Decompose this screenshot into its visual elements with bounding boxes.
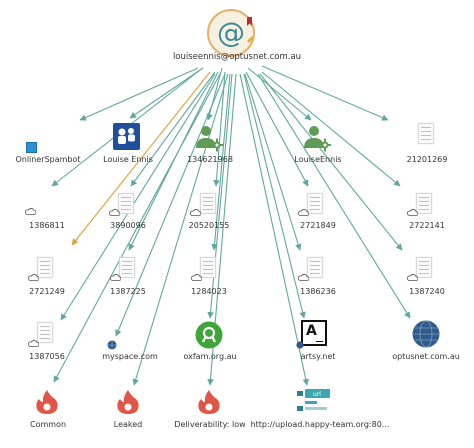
node-label-artsy: artsy.net (300, 352, 336, 361)
node-label-1387225: 1387225 (110, 287, 146, 296)
edge-id21201269 (261, 65, 389, 121)
document-icon[interactable] (37, 322, 53, 343)
node-label-1386236: 1386236 (300, 287, 336, 296)
oxfam-logo-icon[interactable] (195, 321, 223, 349)
cloud-icon (191, 274, 202, 281)
edge-id2721249 (71, 71, 211, 246)
center-node[interactable]: @ (206, 8, 256, 58)
edge-louise-ennis (129, 67, 204, 119)
breach-flame-icon[interactable] (116, 389, 140, 415)
node-label-optusnet: optusnet.com.au (392, 352, 460, 361)
document-icon[interactable] (416, 193, 432, 214)
document-icon[interactable] (200, 257, 216, 278)
node-label-1387056: 1387056 (29, 352, 65, 361)
document-icon[interactable] (200, 193, 216, 214)
document-icon[interactable] (119, 257, 135, 278)
node-label-myspace: myspace.com (102, 352, 158, 361)
node-label-2721849: 2721849 (300, 221, 336, 230)
cloud-icon (407, 274, 418, 281)
globe-icon[interactable] (412, 320, 440, 348)
cloud-icon (110, 274, 121, 281)
globe-icon[interactable] (107, 340, 117, 350)
edge-myspace (115, 73, 226, 337)
cloud-icon (28, 274, 39, 281)
node-label-1387240: 1387240 (409, 287, 445, 296)
cloud-icon (298, 274, 309, 281)
node-label-1284023: 1284023 (191, 287, 227, 296)
node-label-134621968: 134621968 (187, 155, 233, 164)
user-settings-icon[interactable] (303, 124, 332, 156)
breach-flame-icon[interactable] (35, 389, 59, 415)
document-icon[interactable] (118, 193, 134, 214)
edge-leaked (132, 73, 229, 386)
edge-onliner (79, 67, 199, 121)
user-settings-icon[interactable] (195, 124, 224, 156)
url-link-icon[interactable]: url (297, 388, 331, 414)
globe-icon (296, 341, 304, 349)
node-label-common: Common (29, 420, 67, 429)
node-label-20520155: 20520155 (188, 221, 230, 230)
node-label-upload-url: http://upload.happy-team.org:80... (250, 420, 390, 429)
edge-id20520155 (213, 71, 226, 187)
node-label-deliverability: Deliverability: low (174, 420, 246, 429)
cloud-icon (25, 208, 36, 215)
edge-id2722141 (261, 71, 401, 187)
svg-text:@: @ (217, 16, 245, 49)
cloud-icon (109, 209, 120, 216)
document-icon[interactable] (307, 193, 323, 214)
edge-louiseennis (247, 67, 312, 121)
node-label-3890096: 3890096 (110, 221, 146, 230)
artsy-logo-icon[interactable]: A (301, 320, 327, 346)
edge-id3890096 (130, 71, 216, 187)
edge-upload-url (239, 73, 309, 386)
node-label-louiseennis: LouiseEnnis (294, 155, 342, 164)
node-label-2722141: 2722141 (409, 221, 445, 230)
edge-common (53, 73, 221, 383)
cloud-icon (298, 209, 309, 216)
edge-artsy (243, 73, 306, 319)
document-icon[interactable] (418, 123, 434, 144)
social-network-icon[interactable] (113, 123, 140, 154)
svg-text:url: url (313, 391, 321, 398)
node-label-21201269: 21201269 (406, 155, 448, 164)
cloud-icon (28, 340, 39, 347)
document-icon[interactable] (37, 257, 53, 278)
node-label-1386811: 1386811 (29, 221, 65, 230)
node-label-leaked: Leaked (113, 420, 143, 429)
node-label-onliner: OnlinerSpambot (15, 155, 81, 164)
edge-id2721849 (245, 71, 309, 187)
edge-id134621968 (206, 67, 223, 121)
document-icon[interactable] (416, 257, 432, 278)
edge-id1387056 (60, 73, 216, 321)
center-node-label: louiseennis@optusnet.com.au (172, 52, 302, 62)
node-label-oxfam: oxfam.org.au (183, 352, 237, 361)
edge-id1387240 (259, 73, 403, 251)
node-label-louise-ennis: Louise Ennis (103, 155, 153, 164)
edge-id1386236 (244, 73, 302, 251)
edge-optusnet (257, 73, 411, 319)
edge-id1284023 (211, 73, 231, 251)
cloud-icon (190, 209, 201, 216)
breach-flame-icon[interactable] (197, 389, 221, 415)
spambot-icon (26, 142, 37, 153)
at-sign-icon: @ (207, 9, 255, 57)
cloud-icon (407, 209, 418, 216)
node-label-2721249: 2721249 (29, 287, 65, 296)
document-icon[interactable] (307, 257, 323, 278)
